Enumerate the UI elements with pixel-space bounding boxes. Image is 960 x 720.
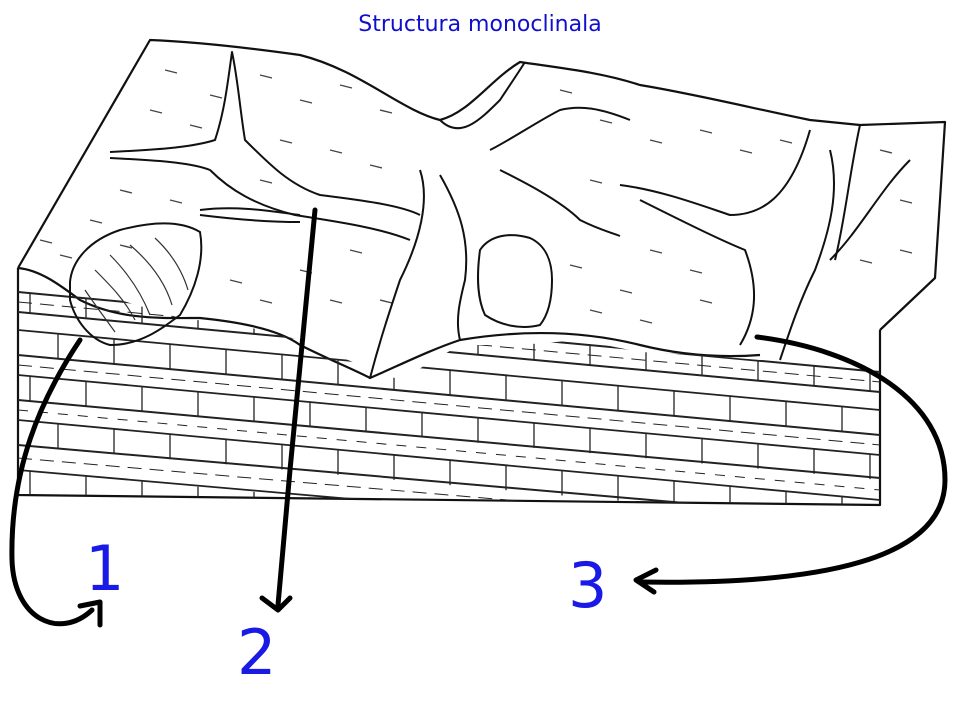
hatch-mark (229, 279, 243, 284)
mound-hatching (84, 237, 189, 333)
label-1: 1 (85, 532, 125, 605)
label-2: 2 (237, 616, 277, 689)
hatch-mark (189, 124, 203, 129)
label-3: 3 (568, 549, 608, 622)
hatch-mark (339, 84, 353, 89)
front-strata (18, 291, 880, 505)
hatch-mark (349, 249, 363, 254)
diagram-title: Structura monoclinala (358, 12, 602, 37)
hatch-mark (899, 199, 913, 204)
hatch-mark (59, 254, 73, 259)
hatch-mark (329, 299, 343, 304)
hatch-mark (379, 299, 393, 304)
hatch-mark (209, 94, 223, 99)
hatch-mark (164, 69, 178, 74)
arrow-2 (275, 207, 318, 608)
hatch-mark (779, 139, 793, 144)
hatch-mark (259, 299, 273, 304)
arrow-1 (9, 337, 95, 627)
hatch-mark (589, 309, 603, 314)
hatch-mark (39, 239, 53, 244)
hatch-mark (649, 249, 663, 254)
hatch-mark (259, 179, 273, 184)
hatch-mark (569, 264, 583, 269)
hatch-mark (599, 119, 613, 124)
hatch-mark (299, 99, 313, 104)
hatch-mark (119, 244, 133, 249)
hatch-mark (739, 149, 753, 154)
hatch-mark (699, 129, 713, 134)
hatch-mark (639, 319, 653, 324)
hatch-mark (899, 249, 913, 254)
hatch-mark (879, 149, 893, 154)
hatch-mark (119, 189, 133, 194)
hatch-mark (619, 289, 633, 294)
hatch-mark (689, 269, 703, 274)
hatch-mark (649, 139, 663, 144)
surface-hatching (39, 69, 913, 324)
hatch-mark (149, 109, 163, 114)
hatch-mark (169, 199, 183, 204)
ravines (69, 51, 911, 379)
hatch-mark (379, 109, 393, 114)
hatch-mark (279, 139, 293, 144)
block-outline (16, 38, 947, 507)
hatch-mark (369, 164, 383, 169)
hatch-mark (89, 219, 103, 224)
hatch-mark (259, 74, 273, 79)
arrow-3 (637, 334, 948, 585)
hatch-mark (329, 149, 343, 154)
hatch-mark (589, 179, 603, 184)
arrows (9, 207, 948, 628)
hatch-mark (699, 299, 713, 304)
hatch-mark (559, 89, 573, 94)
hatch-mark (859, 259, 873, 264)
